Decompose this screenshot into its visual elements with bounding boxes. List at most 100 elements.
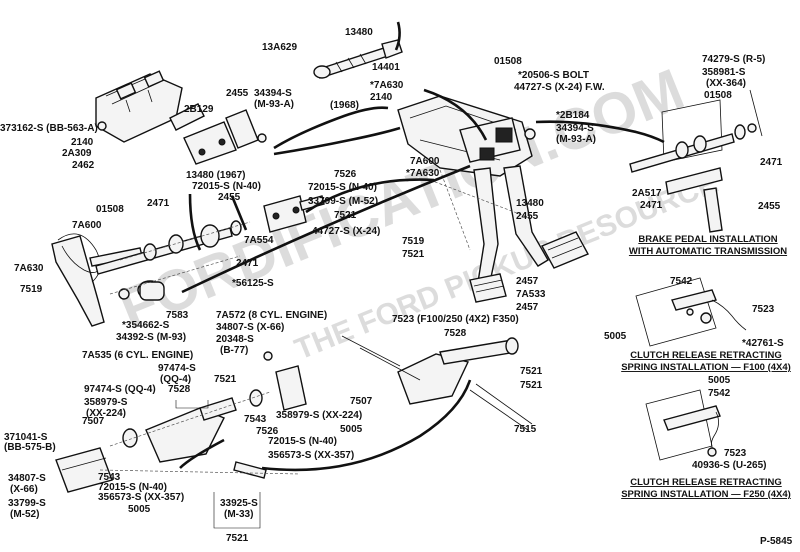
part-label: (QQ-4) xyxy=(160,374,191,385)
callout-bracket-7521 xyxy=(213,492,261,529)
clutch-bracket-7a554 xyxy=(263,195,325,233)
part-label: *56125-S xyxy=(232,278,274,289)
part-label: 74279-S (R-5) xyxy=(702,54,765,65)
part-label: 358979-S xyxy=(84,397,128,408)
part-label: 7521 xyxy=(402,249,425,260)
part-label: 13A629 xyxy=(262,42,297,53)
part-label: 01508 xyxy=(704,90,732,101)
part-label: (M-93-A) xyxy=(254,99,294,110)
callout-bracket-7528 xyxy=(175,400,209,409)
part-label: 2A309 xyxy=(62,148,92,159)
part-label: 72015-S (N-40) xyxy=(268,436,337,447)
part-label: *354662-S xyxy=(122,320,170,331)
part-label: 7542 xyxy=(670,276,693,287)
part-label: 7521 xyxy=(226,533,249,544)
section-caption-line2: WITH AUTOMATIC TRANSMISSION xyxy=(629,246,787,257)
part-label: 7A554 xyxy=(244,235,274,246)
bushing-group-left xyxy=(109,221,251,301)
part-label: 7542 xyxy=(708,388,731,399)
part-label: (XX-224) xyxy=(86,408,126,419)
part-label: 7A600 xyxy=(410,156,440,167)
section-caption-line2: SPRING INSTALLATION — F250 (4X4) xyxy=(621,489,791,500)
automatic-brake-pedal xyxy=(629,89,763,233)
part-label: 72015-S (N-40) xyxy=(192,181,261,192)
pedal-support-main xyxy=(397,88,536,177)
part-label: 358981-S xyxy=(702,67,746,78)
part-label: (M-33) xyxy=(224,509,253,520)
part-label: 40936-S (U-265) xyxy=(692,460,766,471)
part-label: 7A535 (6 CYL. ENGINE) xyxy=(82,350,193,361)
part-label: 7521 xyxy=(520,380,543,391)
section-caption-line1: CLUTCH RELEASE RETRACTING xyxy=(630,477,781,488)
part-label: (M-52) xyxy=(10,509,39,520)
part-label: 7507 xyxy=(350,396,373,407)
part-label: 7521 xyxy=(520,366,543,377)
part-label: (BB-575-B) xyxy=(4,442,56,453)
part-label: 33799-S xyxy=(8,498,46,509)
part-label: 7583 xyxy=(166,310,189,321)
part-label: 7523 xyxy=(724,448,747,459)
part-label: 7507 xyxy=(82,416,105,427)
part-label: 7521 xyxy=(334,210,357,221)
brake-pedal-arm xyxy=(469,167,507,303)
push-rod-lines xyxy=(429,169,531,251)
part-label: 01508 xyxy=(96,204,124,215)
part-label: 44727-S (X-24) xyxy=(312,226,380,237)
part-label: *20506-S BOLT xyxy=(518,70,589,81)
part-label: 2455 xyxy=(516,211,539,222)
part-label: 2455 xyxy=(758,201,781,212)
part-label: 2471 xyxy=(236,258,259,269)
part-label: 7523 xyxy=(752,304,775,315)
part-label: 72015-S (N-40) xyxy=(98,482,167,493)
part-label: 7519 xyxy=(402,236,425,247)
part-label: 34394-S xyxy=(254,88,292,99)
part-label: 5005 xyxy=(340,424,363,435)
part-label: 358979-S (XX-224) xyxy=(276,410,362,421)
bracket-7a572 xyxy=(263,351,307,411)
part-label: 34394-S xyxy=(556,123,594,134)
stoplight-switch-assembly xyxy=(313,21,403,79)
retracting-spring-f100 xyxy=(635,277,747,347)
part-label: 7528 xyxy=(168,384,191,395)
part-label: 2140 xyxy=(71,137,94,148)
part-label: *7A630 xyxy=(406,168,440,179)
part-label: 2455 xyxy=(226,88,249,99)
part-label: 7519 xyxy=(20,284,43,295)
part-label: 14401 xyxy=(372,62,400,73)
part-label: 7521 xyxy=(214,374,237,385)
part-label: 356573-S (XX-357) xyxy=(268,450,354,461)
part-label: (1968) xyxy=(330,100,359,111)
part-label: 371041-S xyxy=(4,432,48,443)
part-label: *2B184 xyxy=(556,110,590,121)
part-label: 34807-S (X-66) xyxy=(216,322,284,333)
part-label: 33799-S (M-52) xyxy=(308,196,378,207)
part-label: 7A630 xyxy=(14,263,44,274)
part-label: 13480 (1967) xyxy=(186,170,246,181)
part-label: 5005 xyxy=(708,375,731,386)
part-label: 97474-S xyxy=(158,363,196,374)
part-label: 2457 xyxy=(516,302,539,313)
part-label: 7526 xyxy=(256,426,279,437)
clutch-pedal-arm xyxy=(503,165,589,269)
part-label: 97474-S (QQ-4) xyxy=(84,384,156,395)
part-label: (XX-364) xyxy=(706,78,746,89)
plate-id: P-5845 xyxy=(760,536,793,547)
part-label: 5005 xyxy=(604,331,627,342)
part-label: 7543 xyxy=(98,472,121,483)
part-label: 356573-S (XX-357) xyxy=(98,492,184,503)
equalizer-bar-8cyl xyxy=(341,335,533,431)
part-label: 7515 xyxy=(514,424,537,435)
part-label: 20348-S xyxy=(216,334,254,345)
part-label: (X-66) xyxy=(10,484,38,495)
part-label: 44727-S (X-24) F.W. xyxy=(514,82,605,93)
part-label: 2A517 xyxy=(632,188,662,199)
pedal-support-bracket-left xyxy=(183,109,267,165)
part-label: 7523 (F100/250 (4X2) F350) xyxy=(392,314,519,325)
part-label: 2471 xyxy=(760,157,783,168)
part-label: 7A533 xyxy=(516,289,546,300)
part-label: 01508 xyxy=(494,56,522,67)
callout-arrows xyxy=(179,106,665,472)
equalizer-bar-6cyl xyxy=(55,389,301,493)
